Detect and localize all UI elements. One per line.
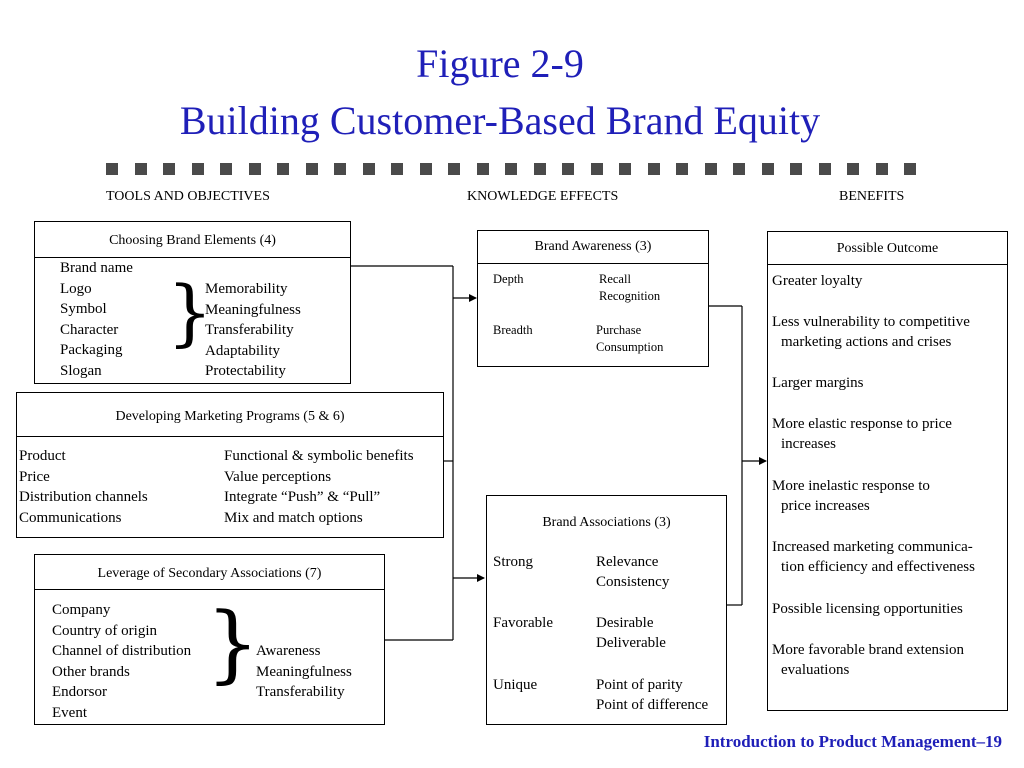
list-item: Awareness xyxy=(256,643,321,659)
outcome-item-cont: increases xyxy=(781,436,836,452)
outcome-item: More inelastic response to xyxy=(772,478,930,494)
recall-label: Recall xyxy=(599,272,631,286)
outcome-item: Larger margins xyxy=(772,375,864,391)
brand-associations-box: Brand Associations (3) Strong Relevance … xyxy=(486,495,727,725)
secondary-criteria-list: Awareness Meaningfulness Transferability xyxy=(256,641,352,703)
consumption-label: Consumption xyxy=(596,340,664,354)
list-item: Brand name xyxy=(60,260,133,276)
breadth-label: Breadth xyxy=(493,323,533,337)
point-of-difference-label: Point of difference xyxy=(596,697,709,713)
favorable-label: Favorable xyxy=(493,615,553,631)
list-item: Transferability xyxy=(256,684,345,700)
secondary-associations-box: Leverage of Secondary Associations (7) C… xyxy=(34,554,385,725)
list-item: Other brands xyxy=(52,663,130,680)
relevance-label: Relevance xyxy=(596,554,659,570)
list-item: Price xyxy=(19,468,50,485)
header-knowledge-effects: KNOWLEDGE EFFECTS xyxy=(467,189,619,204)
recognition-label: Recognition xyxy=(599,289,661,303)
list-item: Adaptability xyxy=(205,342,280,359)
brand-elements-title: Choosing Brand Elements (4) xyxy=(109,233,276,248)
unique-label: Unique xyxy=(493,677,538,693)
outcome-item: More elastic response to price xyxy=(772,416,952,432)
list-item: Product xyxy=(19,448,66,464)
brace-icon: } xyxy=(206,594,260,692)
brand-awareness-title: Brand Awareness (3) xyxy=(534,239,652,254)
list-item: Packaging xyxy=(60,342,123,358)
marketing-programs-title: Developing Marketing Programs (5 & 6) xyxy=(115,409,345,424)
list-item: Meaningfulness xyxy=(205,301,301,318)
consistency-label: Consistency xyxy=(596,574,670,590)
list-item: Functional & symbolic benefits xyxy=(224,448,414,464)
list-item: Event xyxy=(52,704,87,721)
secondary-sources-list: Company Country of origin Channel of dis… xyxy=(52,600,191,723)
desirable-label: Desirable xyxy=(596,615,654,631)
list-item: Mix and match options xyxy=(224,509,363,526)
header-tools-objectives: TOOLS AND OBJECTIVES xyxy=(106,189,270,204)
list-item: Protectability xyxy=(205,363,286,379)
point-of-parity-label: Point of parity xyxy=(596,677,683,693)
list-item: Symbol xyxy=(60,301,107,317)
deliverable-label: Deliverable xyxy=(596,635,666,651)
list-item: Value perceptions xyxy=(224,468,332,485)
outcome-item: Possible licensing opportunities xyxy=(772,601,963,617)
marketing-programs-box: Developing Marketing Programs (5 & 6) Pr… xyxy=(16,392,444,538)
outcome-item: Less vulnerability to competitive xyxy=(772,314,970,330)
brand-elements-list: Brand name Logo Symbol Character Packagi… xyxy=(60,258,133,381)
list-item: Channel of distribution xyxy=(52,643,192,659)
list-item: Transferability xyxy=(205,322,294,338)
list-item: Distribution channels xyxy=(19,489,148,505)
list-item: Logo xyxy=(60,280,92,297)
marketing-items-list: Product Price Distribution channels Comm… xyxy=(19,446,148,528)
list-item: Communications xyxy=(19,509,122,526)
brand-awareness-box: Brand Awareness (3) Depth Recall Recogni… xyxy=(477,230,709,367)
possible-outcome-title: Possible Outcome xyxy=(836,241,939,256)
list-item: Country of origin xyxy=(52,622,157,639)
marketing-objectives-list: Functional & symbolic benefits Value per… xyxy=(224,446,414,528)
figure-title: Building Customer-Based Brand Equity xyxy=(179,98,821,143)
outcome-item-cont: price increases xyxy=(781,498,870,514)
outcome-item-cont: tion efficiency and effectiveness xyxy=(781,559,975,575)
list-item: Integrate “Push” & “Pull” xyxy=(224,489,381,505)
brace-icon: } xyxy=(167,270,213,354)
list-item: Memorability xyxy=(205,281,288,297)
outcome-item: More favorable brand extension xyxy=(772,642,965,658)
outcome-item-cont: marketing actions and crises xyxy=(781,334,952,350)
dotted-separator xyxy=(106,163,916,177)
outcome-item-cont: evaluations xyxy=(781,662,850,678)
depth-label: Depth xyxy=(493,272,524,286)
purchase-label: Purchase xyxy=(596,323,642,337)
secondary-associations-title: Leverage of Secondary Associations (7) xyxy=(97,566,322,581)
list-item: Character xyxy=(60,321,119,338)
brand-criteria-list: Memorability Meaningfulness Transferabil… xyxy=(205,279,301,382)
outcome-item: Greater loyalty xyxy=(772,273,863,289)
list-item: Company xyxy=(52,602,111,618)
list-item: Meaningfulness xyxy=(256,663,352,680)
list-item: Slogan xyxy=(60,362,102,379)
list-item: Endorsor xyxy=(52,684,107,700)
possible-outcome-box: Possible Outcome Greater loyalty Less vu… xyxy=(767,231,1008,711)
brand-associations-title: Brand Associations (3) xyxy=(542,515,671,530)
brand-elements-box: Choosing Brand Elements (4) Brand name L… xyxy=(34,221,351,384)
footer-page-label: Introduction to Product Management–19 xyxy=(703,732,1002,751)
figure-number: Figure 2-9 xyxy=(416,41,584,86)
header-benefits: BENEFITS xyxy=(839,189,905,204)
outcome-item: Increased marketing communica- xyxy=(772,539,973,555)
strong-label: Strong xyxy=(493,554,534,570)
